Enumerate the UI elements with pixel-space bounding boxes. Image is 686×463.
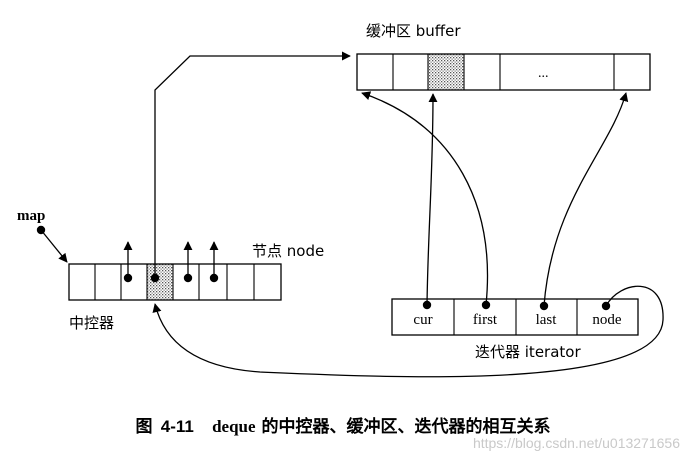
iterator-box — [391, 298, 639, 336]
first-pointer — [361, 91, 491, 310]
node-label: 节点 node — [252, 242, 324, 260]
buffer-label: 缓冲区 buffer — [366, 22, 461, 40]
iterator-outline — [391, 298, 639, 336]
map-cell-highlighted — [147, 264, 173, 300]
map-to-buffer-pointer — [150, 51, 351, 283]
iterator-pointers — [152, 91, 664, 378]
iterator-field-last: last — [536, 312, 558, 328]
caption-text-en: deque — [212, 417, 256, 436]
map-array — [68, 263, 282, 301]
map-label: map — [17, 208, 45, 224]
iterator-field-first: first — [473, 312, 498, 328]
map-outline — [68, 263, 282, 301]
caption-text-cn: 的中控器、缓冲区、迭代器的相互关系 — [261, 417, 551, 437]
buffer-array — [356, 53, 651, 91]
caption-text: deque 的中控器、缓冲区、迭代器的相互关系 — [212, 417, 550, 437]
map-pointer — [36, 225, 68, 263]
iterator-field-cur: cur — [413, 312, 432, 328]
map-node-pointer — [183, 241, 193, 283]
controller-label: 中控器 — [69, 314, 114, 332]
node-pointer — [152, 285, 664, 378]
buffer-ellipsis: ... — [538, 66, 549, 81]
map-node-pointer — [123, 241, 133, 283]
figure-caption: 图 4-11 deque 的中控器、缓冲区、迭代器的相互关系 — [0, 412, 686, 437]
iterator-label: 迭代器 iterator — [475, 343, 581, 361]
cur-pointer — [422, 93, 438, 310]
last-pointer — [539, 92, 629, 311]
map-node-pointers — [123, 241, 219, 283]
buffer-outline — [356, 53, 651, 91]
caption-number: 4-11 — [160, 417, 194, 436]
watermark: https://blog.csdn.net/u013271656 — [472, 435, 680, 451]
map-node-pointer — [209, 241, 219, 283]
buffer-cell-highlighted — [428, 54, 464, 90]
iterator-field-node: node — [592, 312, 622, 328]
caption-prefix: 图 — [135, 417, 153, 437]
